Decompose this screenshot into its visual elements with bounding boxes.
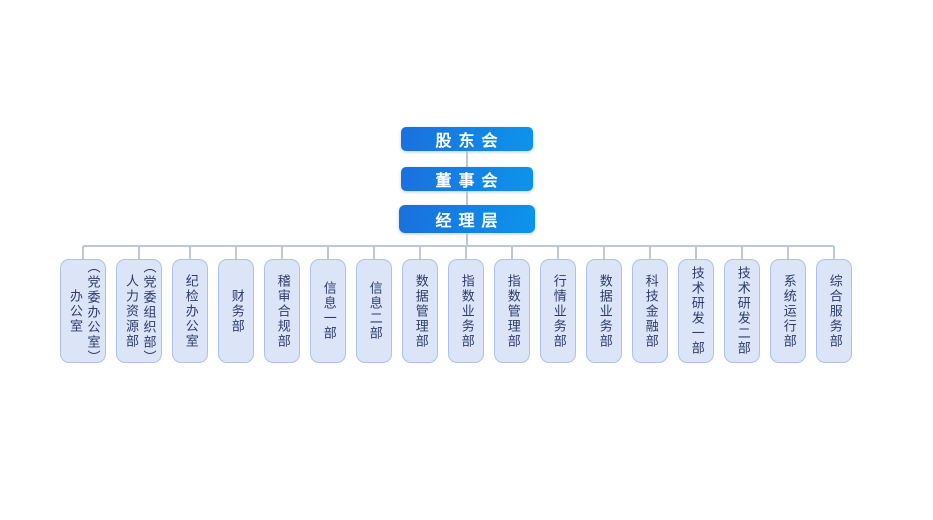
- dept-box-16: 系统运行部: [770, 259, 806, 363]
- connector-stub-line: [649, 246, 651, 259]
- dept-label: 纪检办公室: [182, 273, 198, 349]
- dept-cell: 系统运行部: [770, 246, 806, 363]
- dept-box-11: 行情业务部: [540, 259, 576, 363]
- connector-vertical-line: [465, 191, 468, 205]
- connector-stub-line: [327, 246, 329, 259]
- dept-box-14: 技术研发一部: [678, 259, 714, 363]
- dept-label: 行情业务部: [550, 273, 566, 349]
- dept-box-12: 数据业务部: [586, 259, 622, 363]
- dept-label: 指数管理部: [504, 273, 520, 349]
- level-box-shareholders-meeting: 股东会: [400, 127, 533, 151]
- dept-cell: 财务部: [218, 246, 254, 363]
- dept-cell: 信息二部: [356, 246, 392, 363]
- connector-stub-line: [138, 246, 140, 259]
- connector-stub-line: [419, 246, 421, 259]
- connector-stub-line: [833, 246, 835, 259]
- connector-stub-line: [787, 246, 789, 259]
- dept-label: 指数业务部: [458, 273, 474, 349]
- level-box-board-of-directors: 董事会: [400, 167, 533, 191]
- dept-label: 数据管理部: [412, 273, 428, 349]
- connector-stub-line: [557, 246, 559, 259]
- dept-label: 信息一部: [320, 281, 336, 341]
- dept-label: 技术研发一部: [688, 266, 704, 356]
- dept-cell: 技术研发二部: [724, 246, 760, 363]
- dept-box-8: 数据管理部: [402, 259, 438, 363]
- dept-cell: 技术研发一部: [678, 246, 714, 363]
- connector-stub-line: [511, 246, 513, 259]
- dept-label: 财务部: [228, 288, 244, 334]
- connector-stub-line: [603, 246, 605, 259]
- dept-box-10: 指数管理部: [494, 259, 530, 363]
- dept-box-17: 综合服务部: [816, 259, 852, 363]
- connector-stub-line: [189, 246, 191, 259]
- dept-cell: 信息一部: [310, 246, 346, 363]
- dept-cell: 综合服务部: [816, 246, 852, 363]
- dept-cell: 人力资源部 （党委组织部）: [116, 246, 162, 365]
- connector-stub-line: [465, 246, 467, 259]
- dept-cell: 指数管理部: [494, 246, 530, 363]
- dept-cell: 指数业务部: [448, 246, 484, 363]
- connector-stub-line: [281, 246, 283, 259]
- dept-cell: 稽审合规部: [264, 246, 300, 363]
- org-chart-top-levels: 股东会 董事会 经理层: [0, 127, 933, 246]
- dept-box-3: 纪检办公室: [172, 259, 208, 363]
- department-row: 办公室 （党委办公室） 人力资源部 （党委组织部） 纪检办公室 财务部 稽审合规部 信息一…: [60, 246, 852, 365]
- connector-stub-line: [235, 246, 237, 259]
- dept-box-9: 指数业务部: [448, 259, 484, 363]
- connector-vertical-line: [465, 151, 468, 167]
- dept-cell: 办公室 （党委办公室）: [60, 246, 106, 365]
- dept-label: 信息二部: [366, 281, 382, 341]
- dept-box-7: 信息二部: [356, 259, 392, 363]
- connector-stub-line: [741, 246, 743, 259]
- connector-stub-line: [373, 246, 375, 259]
- connector-stub-line: [695, 246, 697, 259]
- dept-label: 人力资源部 （党委组织部）: [123, 260, 156, 365]
- connector-horizontal-line: [83, 245, 834, 247]
- connector-vertical-line: [465, 233, 468, 246]
- dept-label: 稽审合规部: [274, 273, 290, 349]
- dept-box-13: 科技金融部: [632, 259, 668, 363]
- dept-box-5: 稽审合规部: [264, 259, 300, 363]
- dept-cell: 数据业务部: [586, 246, 622, 363]
- level-box-management-layer: 经理层: [398, 205, 535, 233]
- dept-cell: 行情业务部: [540, 246, 576, 363]
- dept-label: 科技金融部: [642, 273, 658, 349]
- connector-stub-line: [82, 246, 84, 259]
- dept-box-4: 财务部: [218, 259, 254, 363]
- dept-label: 系统运行部: [780, 273, 796, 349]
- dept-label: 综合服务部: [826, 273, 842, 349]
- dept-label: 办公室 （党委办公室）: [67, 260, 100, 365]
- dept-box-2: 人力资源部 （党委组织部）: [116, 259, 162, 365]
- dept-box-6: 信息一部: [310, 259, 346, 363]
- dept-label: 技术研发二部: [734, 266, 750, 356]
- dept-box-15: 技术研发二部: [724, 259, 760, 363]
- dept-cell: 数据管理部: [402, 246, 438, 363]
- dept-label: 数据业务部: [596, 273, 612, 349]
- dept-cell: 科技金融部: [632, 246, 668, 363]
- dept-box-1: 办公室 （党委办公室）: [60, 259, 106, 365]
- dept-cell: 纪检办公室: [172, 246, 208, 363]
